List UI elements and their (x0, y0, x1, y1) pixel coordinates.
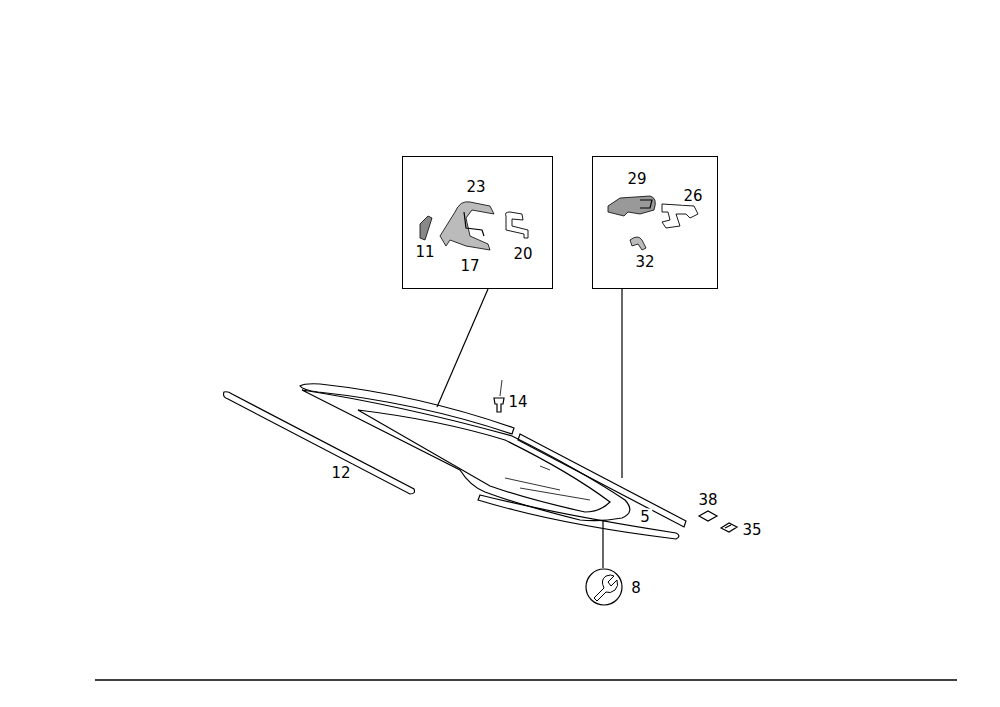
callout-number: 12 (329, 465, 352, 482)
callout-number: 20 (511, 246, 534, 263)
callout-number: 17 (458, 258, 481, 275)
callout-number: 38 (696, 492, 719, 509)
callout-number: 32 (633, 254, 656, 271)
detail-box: 23 11 17 20 (402, 156, 553, 289)
callout-number: 11 (413, 244, 436, 261)
callout-number: 35 (740, 522, 763, 539)
callout-number: 23 (464, 179, 487, 196)
detail-box: 29 26 32 (592, 156, 718, 289)
callout-number: 14 (506, 394, 529, 411)
callout-number: 8 (629, 580, 643, 597)
callout-number: 5 (638, 509, 652, 526)
callout-number: 29 (625, 171, 648, 188)
callout-number: 26 (681, 188, 704, 205)
